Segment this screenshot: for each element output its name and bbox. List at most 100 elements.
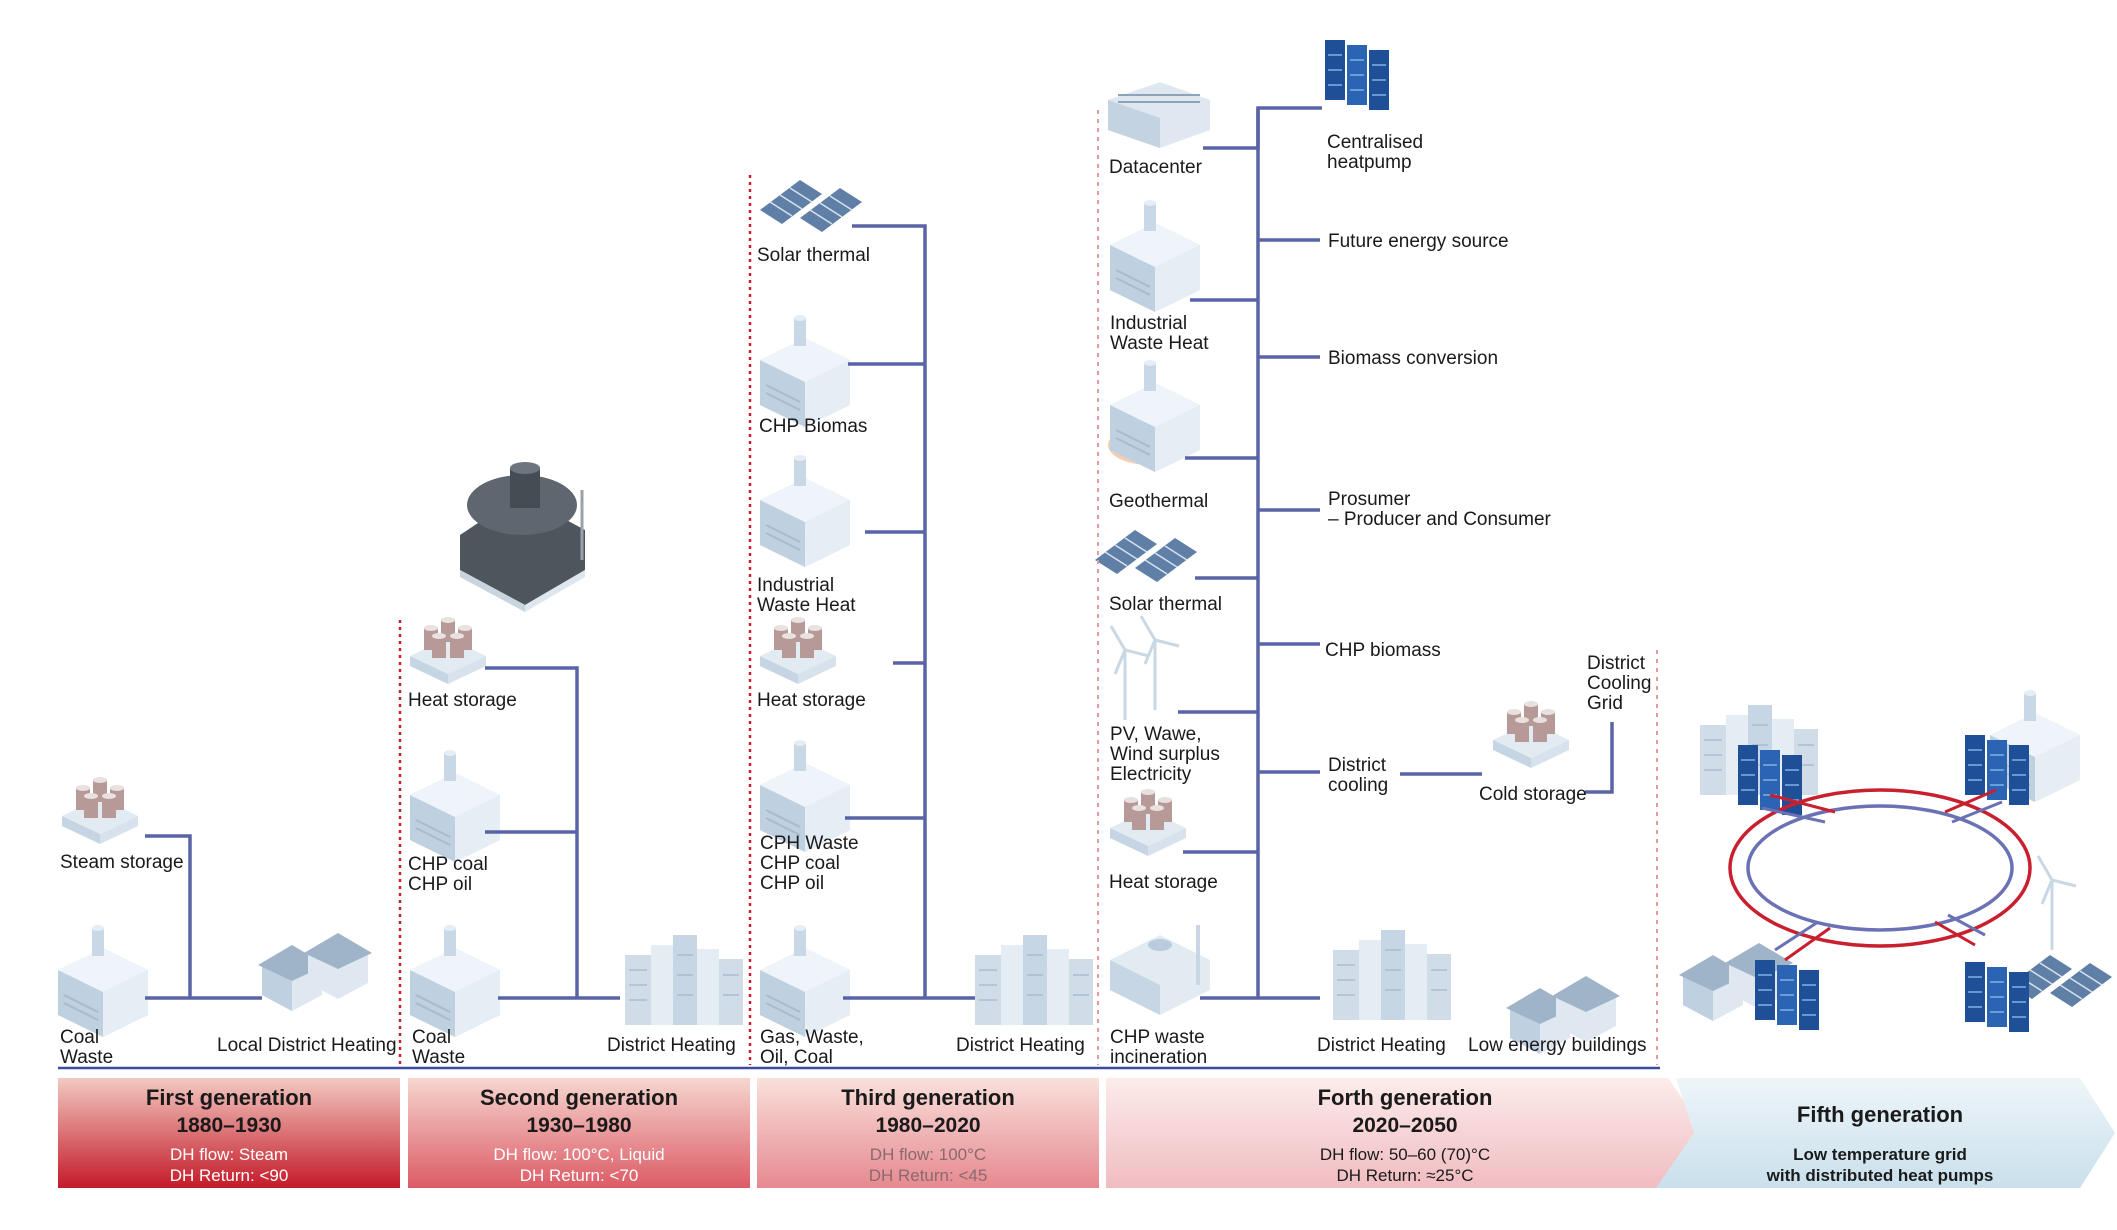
gen5-heatpump-icon-4: [1964, 961, 2030, 1033]
gen1-years: 1880–1930: [176, 1114, 281, 1137]
label-electricity: Electricity: [1110, 764, 1192, 785]
label-dcg-district: District: [1587, 653, 1646, 674]
label-gen3-solar: Solar thermal: [757, 245, 870, 266]
district-heating-city-icon-2: [624, 934, 744, 1026]
waste-incineration-icon: [1110, 925, 1210, 1015]
gen5-line1: Low temperature grid: [1793, 1145, 1967, 1164]
label-local-dh: Local District Heating: [217, 1035, 397, 1056]
coal-plant-icon: [57, 924, 149, 1038]
gen2-title: Second generation: [480, 1085, 678, 1110]
hemispherical-storage-tank-icon: [460, 462, 585, 612]
gen3-return: DH Return: <45: [869, 1166, 988, 1185]
gen5-heatpump-icon-3: [1754, 959, 1820, 1031]
gen2-banner: [408, 1078, 750, 1188]
label-gen4-waste-heat: Waste Heat: [1110, 333, 1209, 354]
label-gen2-dh: District Heating: [607, 1035, 736, 1056]
label-cold-storage: Cold storage: [1479, 784, 1587, 805]
label-gen3-chp-coal: CHP coal: [760, 853, 840, 874]
label-low-energy-buildings: Low energy buildings: [1468, 1035, 1647, 1056]
label-cph-waste: CPH Waste: [760, 833, 859, 854]
label-gen1-waste: Waste: [60, 1047, 113, 1068]
label-centralised: Centralised: [1327, 132, 1423, 153]
datacenter-icon: [1108, 82, 1210, 148]
gas-waste-plant-icon: [759, 924, 851, 1038]
label-gen3-industrial: Industrial: [757, 575, 834, 596]
heat-storage-icon-4: [1110, 789, 1186, 856]
gen2-pipes: [485, 666, 620, 1000]
industrial-waste-heat-icon-3: [759, 454, 851, 568]
gen3-flow: DH flow: 100°C: [870, 1145, 986, 1164]
label-gen3-heat-storage: Heat storage: [757, 690, 866, 711]
gen5-turbine-icon: [2036, 854, 2078, 952]
label-pv-wawe: PV, Wawe,: [1110, 724, 1202, 745]
gen-banners: [58, 1078, 2115, 1188]
gen4-years: 2020–2050: [1352, 1114, 1457, 1137]
label-gen3-chp-biomas: CHP Biomas: [759, 416, 867, 437]
gen4-banner: [1106, 1078, 1706, 1188]
local-heating-houses-icon: [258, 933, 372, 1011]
gen5-grid-ring: [1728, 788, 2032, 962]
era-separators: [398, 110, 1658, 1065]
district-heating-city-icon-3: [974, 934, 1094, 1026]
label-gen3-chp-oil: CHP oil: [760, 873, 824, 894]
gen2-return: DH Return: <70: [520, 1166, 639, 1185]
label-district-cooling-2: cooling: [1328, 775, 1388, 796]
wind-turbines-icon: [1109, 614, 1181, 722]
steam-storage-icon: [62, 777, 138, 844]
geothermal-icon: [1108, 359, 1201, 473]
industrial-waste-heat-icon-4: [1109, 199, 1201, 313]
label-steam-storage: Steam storage: [60, 852, 184, 873]
label-producer-consumer: – Producer and Consumer: [1328, 509, 1552, 530]
gen1-title: First generation: [146, 1085, 312, 1110]
label-geothermal: Geothermal: [1109, 491, 1208, 512]
gen3-banner: [757, 1078, 1099, 1188]
gen2-years: 1930–1980: [526, 1114, 631, 1137]
label-gen4-dh: District Heating: [1317, 1035, 1446, 1056]
label-datacenter: Datacenter: [1109, 157, 1203, 178]
gen1-return: DH Return: <90: [170, 1166, 289, 1185]
gen2-flow: DH flow: 100°C, Liquid: [493, 1145, 664, 1164]
label-district-cooling-1: District: [1328, 755, 1387, 776]
gen4-pipes: [1178, 106, 1614, 1000]
label-heatpump: heatpump: [1327, 152, 1412, 173]
label-chp-biomass: CHP biomass: [1325, 640, 1441, 661]
label-chp-oil: CHP oil: [408, 874, 472, 895]
gen4-title: Forth generation: [1318, 1085, 1493, 1110]
gen3-years: 1980–2020: [875, 1114, 980, 1137]
gen3-pipes: [843, 224, 975, 1000]
solar-thermal-icon-3: [759, 179, 863, 233]
label-chp-coal: CHP coal: [408, 854, 488, 875]
label-gas-waste: Gas, Waste,: [760, 1027, 864, 1048]
chp-biomass-icon-3: [759, 314, 851, 428]
label-gen3-dh: District Heating: [956, 1035, 1085, 1056]
label-biomass-conversion: Biomass conversion: [1328, 348, 1498, 369]
label-oil-coal: Oil, Coal: [760, 1047, 833, 1068]
centralised-heatpump-icon: [1324, 39, 1390, 111]
heat-storage-icon-2: [410, 617, 486, 684]
chp-coal-plant-icon: [409, 749, 501, 863]
cold-storage-icon: [1493, 701, 1569, 768]
label-future-energy: Future energy source: [1328, 231, 1509, 252]
label-wind-surplus: Wind surplus: [1110, 744, 1220, 765]
solar-thermal-icon-4: [1094, 529, 1198, 583]
label-gen4-industrial: Industrial: [1110, 313, 1187, 334]
label-dcg-grid: Grid: [1587, 693, 1623, 714]
label-incineration: incineration: [1110, 1047, 1207, 1068]
gen4-flow: DH flow: 50–60 (70)°C: [1320, 1145, 1490, 1164]
district-heating-city-icon-4: [1332, 929, 1452, 1021]
gen5-title: Fifth generation: [1797, 1102, 1963, 1127]
gen5-heatpump-icon-2: [1964, 734, 2030, 806]
gen5-line2: with distributed heat pumps: [1766, 1166, 1994, 1185]
heat-storage-icon-3: [760, 617, 836, 684]
label-gen2-heat-storage: Heat storage: [408, 690, 517, 711]
gen1-pipes: [145, 834, 262, 1000]
label-prosumer: Prosumer: [1328, 489, 1411, 510]
label-dcg-cooling: Cooling: [1587, 673, 1651, 694]
label-gen2-waste: Waste: [412, 1047, 465, 1068]
label-gen1-coal: Coal: [60, 1027, 99, 1048]
label-chp-waste: CHP waste: [1110, 1027, 1205, 1048]
label-gen3-waste-heat: Waste Heat: [757, 595, 856, 616]
gen5-banner: [1656, 1078, 2115, 1188]
label-gen4-solar: Solar thermal: [1109, 594, 1222, 615]
gen1-banner: [58, 1078, 400, 1188]
